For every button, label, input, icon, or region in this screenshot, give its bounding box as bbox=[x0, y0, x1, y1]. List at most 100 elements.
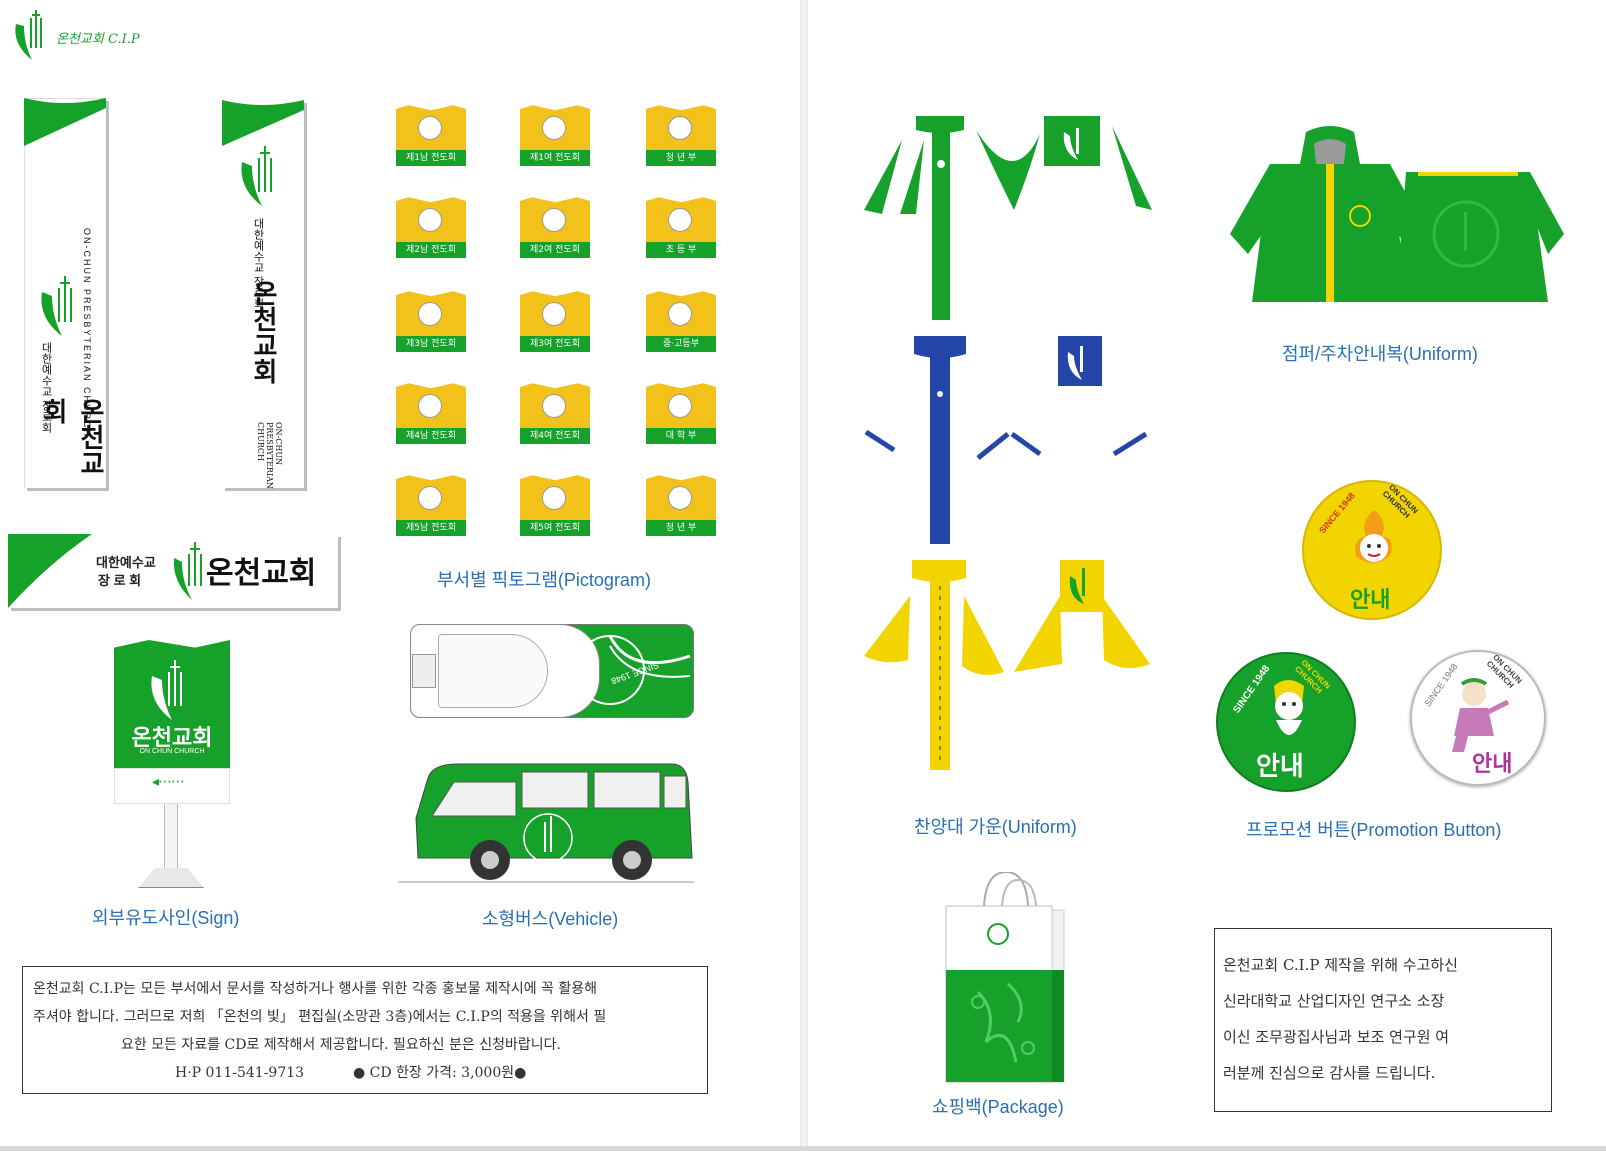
notice-phone: H·P 011-541-9713 bbox=[175, 1065, 305, 1081]
child-character-icon bbox=[1355, 510, 1392, 563]
package-caption: 쇼핑백(Package) bbox=[932, 1097, 1064, 1117]
pictogram-tile: 제3남 전도회 bbox=[396, 291, 466, 352]
church-logo-icon bbox=[173, 542, 202, 600]
sign-small-text: 대한예수교 장로회 bbox=[40, 342, 52, 434]
horizontal-sign: 대한예수교 장 로 회 온천교회 bbox=[8, 534, 338, 608]
pictogram-tile: 대 학 부 bbox=[646, 383, 716, 444]
notice-line: 요한 모든 자료를 CD로 제작해서 제공합니다. 필요하신 분은 신청바랍니다… bbox=[121, 1037, 561, 1053]
corner-flag-icon bbox=[222, 100, 304, 146]
pictogram-tile: 제2남 전도회 bbox=[396, 197, 466, 258]
character-icon bbox=[418, 394, 442, 418]
pictogram-label: 제2남 전도회 bbox=[396, 242, 466, 258]
notice-left: 온천교회 C.I.P는 모든 부서에서 문서를 작성하거나 행사를 위한 각종 … bbox=[22, 966, 708, 1094]
button-label-text: 안내 bbox=[1256, 751, 1304, 781]
button-caption: 프로모션 버튼(Promotion Button) bbox=[1246, 820, 1502, 840]
pictogram-label: 제4여 전도회 bbox=[520, 428, 590, 444]
jumper-uniform bbox=[1230, 126, 1564, 302]
character-icon bbox=[542, 116, 566, 140]
pictogram-tile: 제4여 전도회 bbox=[520, 383, 590, 444]
van-side-view bbox=[398, 763, 694, 883]
pictogram-tile: 제1남 전도회 bbox=[396, 105, 466, 166]
notice-line: 신라대학교 산업디자인 연구소 소장 bbox=[1223, 992, 1445, 1010]
sign-sub-text: ON CHUN CHURCH bbox=[139, 748, 205, 755]
pictogram-label: 대 학 부 bbox=[646, 428, 716, 444]
header-logo-text: 온천교회 C.I.P bbox=[56, 32, 140, 47]
pictogram-label: 제1여 전도회 bbox=[520, 150, 590, 166]
arrow-left-icon: ◂⋯⋯ bbox=[152, 774, 185, 790]
notice-right: 온천교회 C.I.P 제작을 위해 수고하신 신라대학교 산업디자인 연구소 소… bbox=[1214, 928, 1552, 1112]
character-icon bbox=[542, 208, 566, 232]
character-icon bbox=[668, 208, 692, 232]
sign-caption: 외부유도사인(Sign) bbox=[92, 908, 240, 928]
pictogram-tile: 청 년 부 bbox=[646, 475, 716, 536]
sign-english-text: ON-CHUN PRESBYTERIAN CHURCH bbox=[256, 422, 283, 489]
sign-english-text: ON-CHUN PRESBYTERIAN CHURCH bbox=[82, 228, 92, 439]
character-icon bbox=[418, 302, 442, 326]
pictogram-tile: 제1여 전도회 bbox=[520, 105, 590, 166]
pictogram-tile: 제5여 전도회 bbox=[520, 475, 590, 536]
pictogram-tile: 청 년 부 bbox=[646, 105, 716, 166]
sign-small-line1: 대한예수교 bbox=[96, 555, 156, 570]
notice-price: ● CD 한장 가격: 3,000원● bbox=[352, 1065, 527, 1081]
pictogram-tile: 제4남 전도회 bbox=[396, 383, 466, 444]
church-logo-icon bbox=[241, 146, 272, 206]
pictogram-label: 제3남 전도회 bbox=[396, 336, 466, 352]
notice-line: 주셔야 합니다. 그러므로 저희 「온천의 빛」 편집실(소망관 3층)에서는 … bbox=[33, 1009, 607, 1025]
promo-button-white[interactable]: SINCE 1948 ON CHUN CHURCH 안내 bbox=[1410, 650, 1546, 786]
sign-main-text: 온천교회 bbox=[206, 557, 317, 590]
child-character-icon bbox=[1452, 678, 1510, 752]
sign-main-text: 온천교회 bbox=[131, 725, 213, 750]
pictogram-tile: 제5남 전도회 bbox=[396, 475, 466, 536]
page-gutter bbox=[800, 0, 808, 1151]
character-icon bbox=[542, 394, 566, 418]
church-logo-icon bbox=[151, 660, 182, 720]
vertical-sign-2: 대한예수교 장로회 온천교회 ON-CHUN PRESBYTERIAN CHUR… bbox=[222, 100, 304, 489]
church-logo-icon bbox=[15, 10, 42, 60]
child-character-icon bbox=[1274, 680, 1304, 735]
pictogram-tile: 제3여 전도회 bbox=[520, 291, 590, 352]
pictogram-label: 제5남 전도회 bbox=[396, 520, 466, 536]
character-icon bbox=[668, 394, 692, 418]
shopping-bag bbox=[945, 872, 1065, 1083]
notice-line: 이신 조무광집사님과 보조 연구원 여 bbox=[1223, 1028, 1450, 1046]
pictogram-label: 제4남 전도회 bbox=[396, 428, 466, 444]
gown-blue bbox=[864, 336, 1148, 544]
page-bottom-edge bbox=[0, 1146, 1606, 1151]
corner-flag-icon bbox=[24, 98, 106, 146]
promo-button-green[interactable]: SINCE 1948 ON CHUN CHURCH 안내 bbox=[1216, 652, 1356, 792]
jumper-caption: 점퍼/주차안내복(Uniform) bbox=[1282, 344, 1478, 364]
notice-line: 러분께 진심으로 감사를 드립니다. bbox=[1223, 1064, 1436, 1082]
pictogram-label: 제5여 전도회 bbox=[520, 520, 590, 536]
character-icon bbox=[418, 208, 442, 232]
pictogram-label: 제3여 전도회 bbox=[520, 336, 590, 352]
sign-small-line2: 장 로 회 bbox=[98, 573, 142, 588]
right-page: 찬양대 가운(Uniform) 점퍼/주차안내복(Uniform) bbox=[808, 0, 1606, 1151]
pictogram-label: 청 년 부 bbox=[646, 520, 716, 536]
pictogram-label: 초 등 부 bbox=[646, 242, 716, 258]
outdoor-sign: 온천교회 ON CHUN CHURCH ◂⋯⋯ bbox=[112, 640, 232, 890]
pictogram-tile: 초 등 부 bbox=[646, 197, 716, 258]
vertical-sign-1: 대한예수교 장로회 온천교회 ON-CHUN PRESBYTERIAN CHUR… bbox=[24, 98, 106, 488]
character-icon bbox=[668, 302, 692, 326]
character-icon bbox=[542, 302, 566, 326]
sign-small-text: 대한예수교 장로회 bbox=[252, 218, 264, 310]
promo-button-yellow[interactable]: SINCE 1948 ON CHUN CHURCH 안내 bbox=[1302, 480, 1442, 620]
pictogram-label: 제2여 전도회 bbox=[520, 242, 590, 258]
pictogram-label: 중·고등부 bbox=[646, 336, 716, 352]
corner-flag-icon bbox=[8, 534, 92, 608]
vehicle-caption: 소형버스(Vehicle) bbox=[482, 909, 619, 929]
character-icon bbox=[418, 486, 442, 510]
sign-main-text: 온천교회 bbox=[249, 280, 279, 384]
bus-top-view: SINCE 1948 bbox=[410, 620, 694, 720]
notice-line: 온천교회 C.I.P 제작을 위해 수고하신 bbox=[1223, 956, 1458, 974]
left-page: 온천교회 C.I.P 대한예수교 장로회 온천교회 ON-CHUN PRESBY… bbox=[0, 0, 800, 1151]
notice-line: 온천교회 C.I.P는 모든 부서에서 문서를 작성하거나 행사를 위한 각종 … bbox=[33, 981, 598, 997]
church-logo-icon bbox=[41, 276, 72, 336]
button-label-text: 안내 bbox=[1350, 587, 1391, 612]
character-icon bbox=[418, 116, 442, 140]
pictogram-label: 청 년 부 bbox=[646, 150, 716, 166]
choir-caption: 찬양대 가운(Uniform) bbox=[914, 817, 1077, 837]
pictogram-caption: 부서별 픽토그램(Pictogram) bbox=[437, 570, 651, 590]
